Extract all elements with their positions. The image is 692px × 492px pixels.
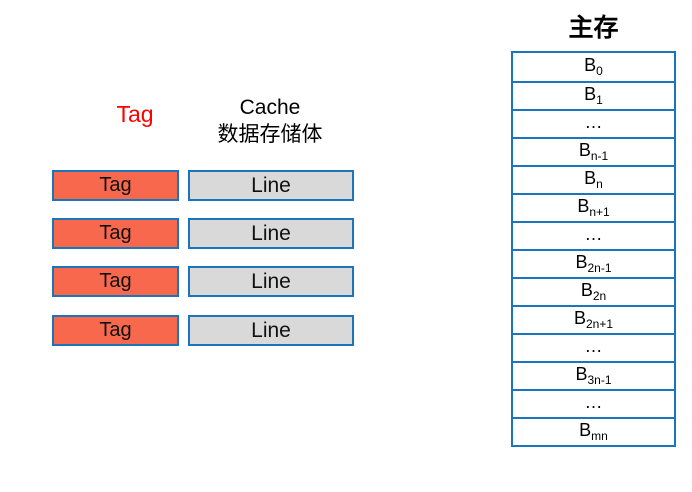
line-box: Line <box>188 218 354 249</box>
memory-block-label: Bn <box>584 169 603 190</box>
line-box: Line <box>188 315 354 346</box>
tag-box: Tag <box>52 218 179 249</box>
memory-block-label: Bn-1 <box>579 141 608 162</box>
memory-block-label: B2n-1 <box>575 253 611 274</box>
memory-block-label: … <box>585 113 603 134</box>
memory-block-label: B2n+1 <box>574 309 613 330</box>
tag-box: Tag <box>52 170 179 201</box>
tag-box-label: Tag <box>99 222 132 244</box>
block-base: … <box>584 224 603 245</box>
block-subscript: 2n-1 <box>587 261 612 276</box>
memory-row: B1 <box>513 81 674 109</box>
block-base: B <box>575 252 588 273</box>
block-subscript: mn <box>591 429 608 444</box>
block-subscript: n-1 <box>590 149 609 164</box>
main-memory-title: 主存 <box>568 14 619 42</box>
memory-block-label: … <box>585 225 603 246</box>
memory-row: … <box>513 389 674 417</box>
block-subscript: 2n+1 <box>585 317 614 332</box>
memory-row: Bn <box>513 165 674 193</box>
memory-block-label: … <box>585 337 603 358</box>
block-base: B <box>578 140 591 161</box>
memory-row: … <box>513 333 674 361</box>
block-base: B <box>584 168 597 189</box>
cache-title-line2: 数据存储体 <box>217 123 323 146</box>
block-base: … <box>584 112 603 133</box>
memory-row: B2n-1 <box>513 249 674 277</box>
block-base: B <box>584 55 597 76</box>
block-subscript: n+1 <box>589 205 610 220</box>
main-memory-table: B0 B1 … Bn-1 Bn Bn+1 … B2n-1 B2n B2n+1 …… <box>511 51 676 447</box>
block-base: … <box>584 392 603 413</box>
memory-row: … <box>513 221 674 249</box>
line-box: Line <box>188 170 354 201</box>
block-subscript: n <box>596 177 603 192</box>
block-subscript: 2n <box>592 289 607 304</box>
memory-row: Bn-1 <box>513 137 674 165</box>
memory-block-label: Bmn <box>579 421 608 442</box>
line-box-label: Line <box>251 173 291 197</box>
memory-row: Bmn <box>513 417 674 445</box>
memory-row: B3n-1 <box>513 361 674 389</box>
memory-row: B2n <box>513 277 674 305</box>
tag-box: Tag <box>52 315 179 346</box>
tag-box-label: Tag <box>99 270 132 292</box>
memory-block-label: Bn+1 <box>577 197 609 218</box>
block-base: B <box>584 84 597 105</box>
line-box-label: Line <box>251 269 291 293</box>
line-box: Line <box>188 266 354 297</box>
block-subscript: 1 <box>596 93 603 108</box>
cache-title-line1: Cache <box>239 96 301 119</box>
memory-block-label: … <box>585 393 603 414</box>
block-base: B <box>579 420 592 441</box>
cache-title: Cache 数据存储体 <box>190 94 350 148</box>
block-base: B <box>577 196 590 217</box>
tag-box-label: Tag <box>99 319 132 341</box>
tag-column-heading: Tag <box>116 101 154 127</box>
block-subscript: 3n-1 <box>587 373 612 388</box>
memory-row: Bn+1 <box>513 193 674 221</box>
block-subscript: 0 <box>596 64 603 79</box>
memory-row: B0 <box>513 53 674 81</box>
memory-block-label: B1 <box>584 85 603 106</box>
memory-row: B2n+1 <box>513 305 674 333</box>
memory-block-label: B3n-1 <box>575 365 611 386</box>
line-box-label: Line <box>251 221 291 245</box>
tag-box: Tag <box>52 266 179 297</box>
line-box-label: Line <box>251 318 291 342</box>
memory-block-label: B2n <box>581 281 606 302</box>
memory-row: … <box>513 109 674 137</box>
block-base: … <box>584 336 603 357</box>
block-base: B <box>575 364 588 385</box>
block-base: B <box>580 280 593 301</box>
block-base: B <box>573 308 586 329</box>
memory-block-label: B0 <box>584 56 603 77</box>
tag-box-label: Tag <box>99 174 132 196</box>
